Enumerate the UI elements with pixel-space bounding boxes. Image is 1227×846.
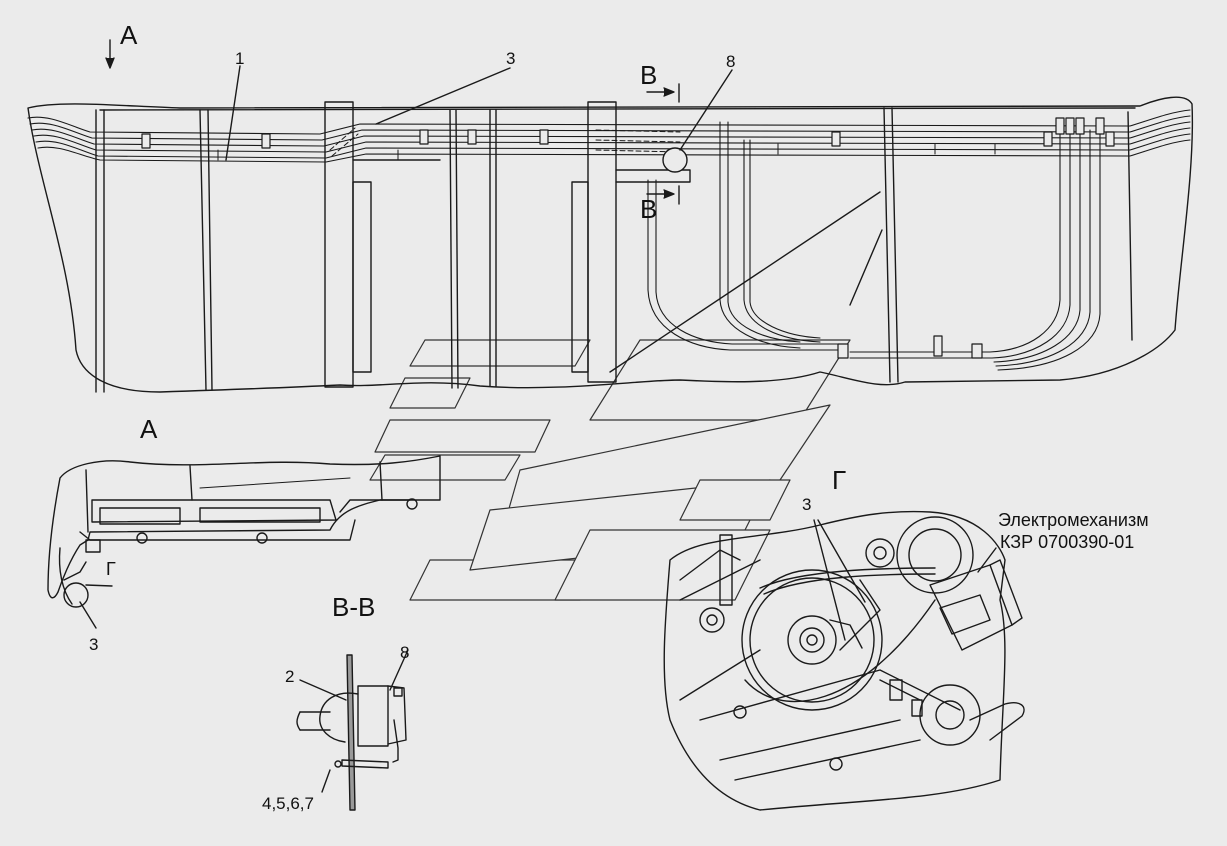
view-g-outline	[663, 510, 1006, 811]
callout-4567-section: 4,5,6,7	[262, 794, 314, 813]
body-outline	[27, 96, 1194, 393]
view-a	[47, 455, 441, 629]
callout-3-top: 3	[506, 49, 516, 68]
leader-3-top	[375, 67, 511, 125]
view-a-outline	[47, 455, 441, 599]
section-bb	[296, 649, 409, 811]
watermark-logo	[369, 339, 851, 601]
electromechanism-model: КЗР 0700390-01	[1000, 532, 1135, 552]
callout-2-section: 2	[285, 667, 295, 686]
view-a-title: А	[140, 414, 158, 444]
view-g	[663, 510, 1025, 811]
callout-3-view-g: 3	[802, 495, 812, 514]
main-side-view	[27, 39, 1194, 393]
electromechanism-label: Электромеханизм	[998, 510, 1149, 530]
callout-3-view-a: 3	[89, 635, 99, 654]
leader-3-view-g	[813, 519, 846, 641]
connector-8	[662, 147, 688, 173]
view-g-title: Г	[832, 465, 847, 495]
section-arrow-b-bottom: В	[640, 194, 658, 224]
callout-8-top: 8	[726, 52, 736, 71]
section-bb-title: В-В	[332, 592, 376, 622]
leader-electromechanism	[977, 547, 997, 573]
view-g-marker: Г	[106, 559, 116, 579]
view-arrow-a-label: А	[120, 20, 138, 50]
leader-3-view-a	[79, 601, 97, 629]
callout-1: 1	[235, 49, 245, 68]
leader-8-top	[679, 69, 733, 151]
leader-1	[225, 65, 241, 161]
callout-8-section: 8	[400, 643, 410, 662]
section-arrow-b-top: В	[640, 60, 658, 90]
